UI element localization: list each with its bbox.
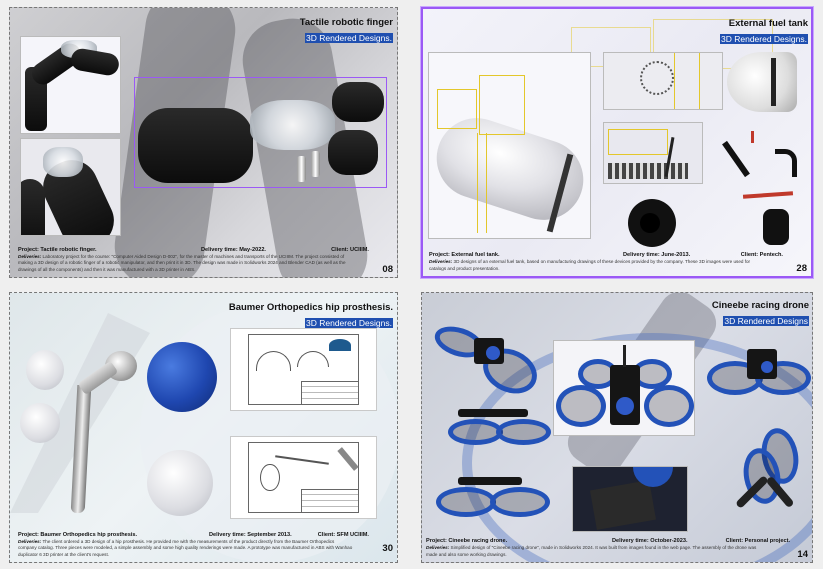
delivery-time: Delivery time: September 2013. [209, 531, 292, 538]
finger-render-photo-2 [20, 138, 121, 236]
page-title: Tactile robotic finger [299, 17, 393, 28]
glass-joint-render [250, 100, 335, 150]
page-thumbnail-tactile-robotic-finger[interactable]: Tactile robotic finger 3D Rendered Desig… [9, 7, 398, 278]
drone-render-front-photo [553, 340, 695, 436]
deliveries-description: Deliveries: The client ordered a 3D desi… [18, 539, 389, 558]
fuel-tank-detail-top [603, 122, 703, 184]
liner-render [20, 403, 60, 443]
drone-render-rear [707, 343, 812, 403]
deliveries-label: Deliveries: [18, 538, 42, 544]
disc-render [147, 450, 213, 516]
page-subtitle-badge: 3D Rendered Designs [723, 316, 809, 326]
deliveries-label: Deliveries: [429, 259, 453, 265]
deliveries-description: Deliveries: Simplified design of "Cineeb… [426, 545, 804, 558]
page-thumbnail-external-fuel-tank[interactable]: External fuel tank 3D Rendered Designs. … [421, 7, 813, 278]
pipe-elbow-render [775, 149, 797, 177]
finger-segment-render [332, 82, 384, 122]
drone-render-side [428, 403, 553, 453]
deliveries-text: Laboratory project for the course: "Comp… [18, 253, 346, 272]
delivery-time: Delivery time: May-2022. [201, 246, 266, 253]
blue-cup-render [147, 342, 217, 412]
page-footer: Project: Tactile robotic finger. Deliver… [18, 246, 389, 273]
pipe-fittings-render [722, 129, 771, 179]
deliveries-text: The client ordered a 3D design of a hip … [18, 538, 353, 557]
page-number: 28 [796, 263, 807, 274]
page-number: 30 [382, 543, 393, 554]
technical-drawing-cup [230, 328, 377, 411]
fuel-tank-detail-manhole [603, 52, 723, 110]
project-label: Project: Cineebe racing drone. [426, 538, 508, 545]
page-number: 08 [382, 264, 393, 275]
page-title: Cineebe racing drone [711, 300, 809, 311]
ball-valve-render [628, 199, 676, 247]
drone-render-angled [430, 320, 554, 402]
acetabular-shell-render [26, 350, 64, 390]
finger-segment-render [328, 130, 378, 175]
page-footer: Project: Cineebe racing drone. Delivery … [426, 537, 804, 558]
drone-render-side-2 [432, 473, 557, 523]
client-label: Client: UCIIIM. [331, 246, 369, 253]
page-title-block: Baumer Orthopedics hip prosthesis. 3D Re… [229, 302, 393, 331]
page-title-block: External fuel tank 3D Rendered Designs. [720, 18, 808, 47]
finger-segment-render [138, 108, 253, 183]
project-label: Project: Baumer Orthopedics hip prosthes… [18, 531, 138, 538]
finger-render-photo-1 [20, 36, 121, 134]
page-footer: Project: External fuel tank. Delivery ti… [429, 251, 803, 272]
page-subtitle-badge: 3D Rendered Designs. [305, 318, 393, 328]
page-title-block: Tactile robotic finger 3D Rendered Desig… [300, 17, 393, 46]
delivery-time: Delivery time: October-2023. [612, 538, 688, 545]
drone-render-vertical [722, 425, 812, 523]
technical-drawing-stem [230, 436, 377, 519]
drone-detail-photo [572, 466, 688, 532]
page-title-block: Cineebe racing drone 3D Rendered Designs [712, 300, 809, 329]
page-number: 14 [797, 549, 808, 560]
page-subtitle-badge: 3D Rendered Designs. [720, 34, 808, 44]
deliveries-description: Deliveries: 3D designs of an external fu… [429, 259, 803, 272]
page-title: External fuel tank [728, 18, 808, 29]
page-footer: Project: Baumer Orthopedics hip prosthes… [18, 531, 389, 558]
deliveries-text: 3D designs of an external fuel tank, bas… [429, 259, 751, 271]
fuel-tank-detail-endcap [727, 52, 797, 112]
page-subtitle-badge: 3D Rendered Designs. [305, 33, 393, 43]
delivery-time: Delivery time: June-2013. [623, 252, 691, 259]
background-ring [462, 333, 812, 562]
pin-render [311, 151, 320, 177]
client-label: Client: Personal project. [725, 538, 790, 545]
client-label: Client: SFM UCIIIM. [317, 531, 369, 538]
page-thumbnail-baumer-hip-prosthesis[interactable]: Baumer Orthopedics hip prosthesis. 3D Re… [9, 292, 398, 563]
project-label: Project: Tactile robotic finger. [18, 246, 97, 253]
deliveries-label: Deliveries: [426, 545, 450, 551]
butterfly-valve-render [763, 209, 789, 245]
client-label: Client: Pentech. [740, 252, 783, 259]
highlight-frame [134, 77, 387, 188]
deliveries-description: Deliveries: Laboratory project for the c… [18, 254, 389, 273]
deliveries-text: Simplified design of "Cineebe racing dro… [426, 545, 757, 557]
pin-render [297, 156, 306, 182]
deliveries-label: Deliveries: [18, 253, 42, 259]
page-title: Baumer Orthopedics hip prosthesis. [228, 302, 393, 313]
project-label: Project: External fuel tank. [429, 252, 500, 259]
fuel-tank-render-main [428, 52, 591, 239]
butterfly-valve-handle [742, 191, 794, 199]
page-thumbnail-cineebe-racing-drone[interactable]: Cineebe racing drone 3D Rendered Designs… [421, 292, 813, 563]
